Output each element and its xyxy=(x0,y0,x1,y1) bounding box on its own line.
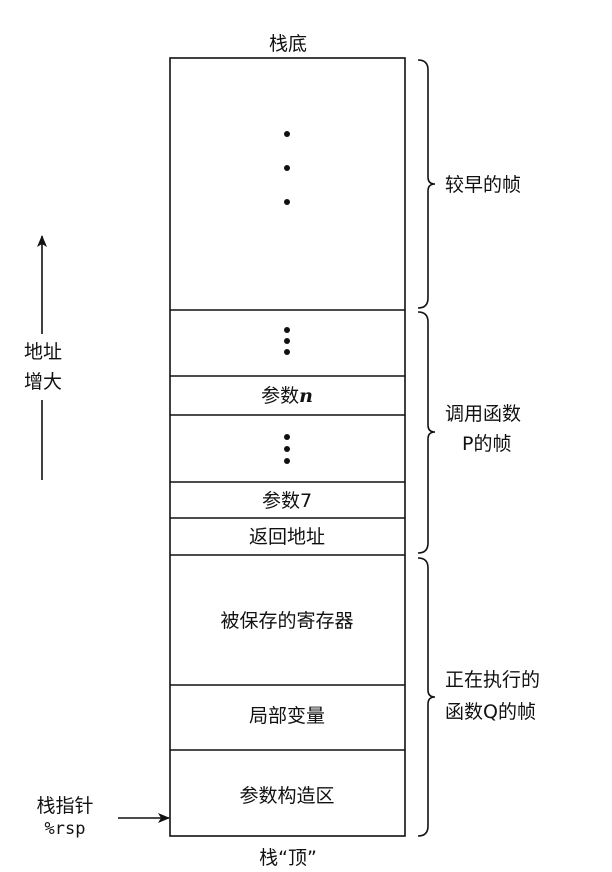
param-n-cell: 参数n xyxy=(261,385,313,407)
brace-caller xyxy=(417,311,436,554)
arg-build-area-cell: 参数构造区 xyxy=(239,785,334,807)
brace-earlier xyxy=(417,59,436,309)
brace-current xyxy=(417,557,436,837)
earlier-frames-label: 较早的帧 xyxy=(445,174,521,196)
return-address-cell: 返回地址 xyxy=(249,526,325,548)
rsp-register-label: %rsp xyxy=(45,819,86,839)
caller-frame-label-2: P的帧 xyxy=(462,433,511,455)
saved-registers-cell: 被保存的寄存器 xyxy=(220,610,353,632)
frame-braces xyxy=(417,59,436,837)
address-label-1: 地址 xyxy=(24,341,62,363)
current-frame-label-1: 正在执行的 xyxy=(445,669,540,691)
local-vars-cell: 局部变量 xyxy=(249,705,325,727)
stack-top-label: 栈“顶” xyxy=(259,847,317,869)
stack-bottom-label: 栈底 xyxy=(269,33,307,55)
param-7-cell: 参数7 xyxy=(262,490,312,512)
current-frame-label-2: 函数Q的帧 xyxy=(445,701,536,723)
caller-frame-label-1: 调用函数 xyxy=(445,403,521,425)
address-label-2: 增大 xyxy=(24,371,62,393)
stack-box xyxy=(169,57,406,837)
ellipsis-dots xyxy=(284,131,290,464)
arrow-label-background xyxy=(18,334,68,400)
stack-pointer-label: 栈指针 xyxy=(36,795,93,817)
